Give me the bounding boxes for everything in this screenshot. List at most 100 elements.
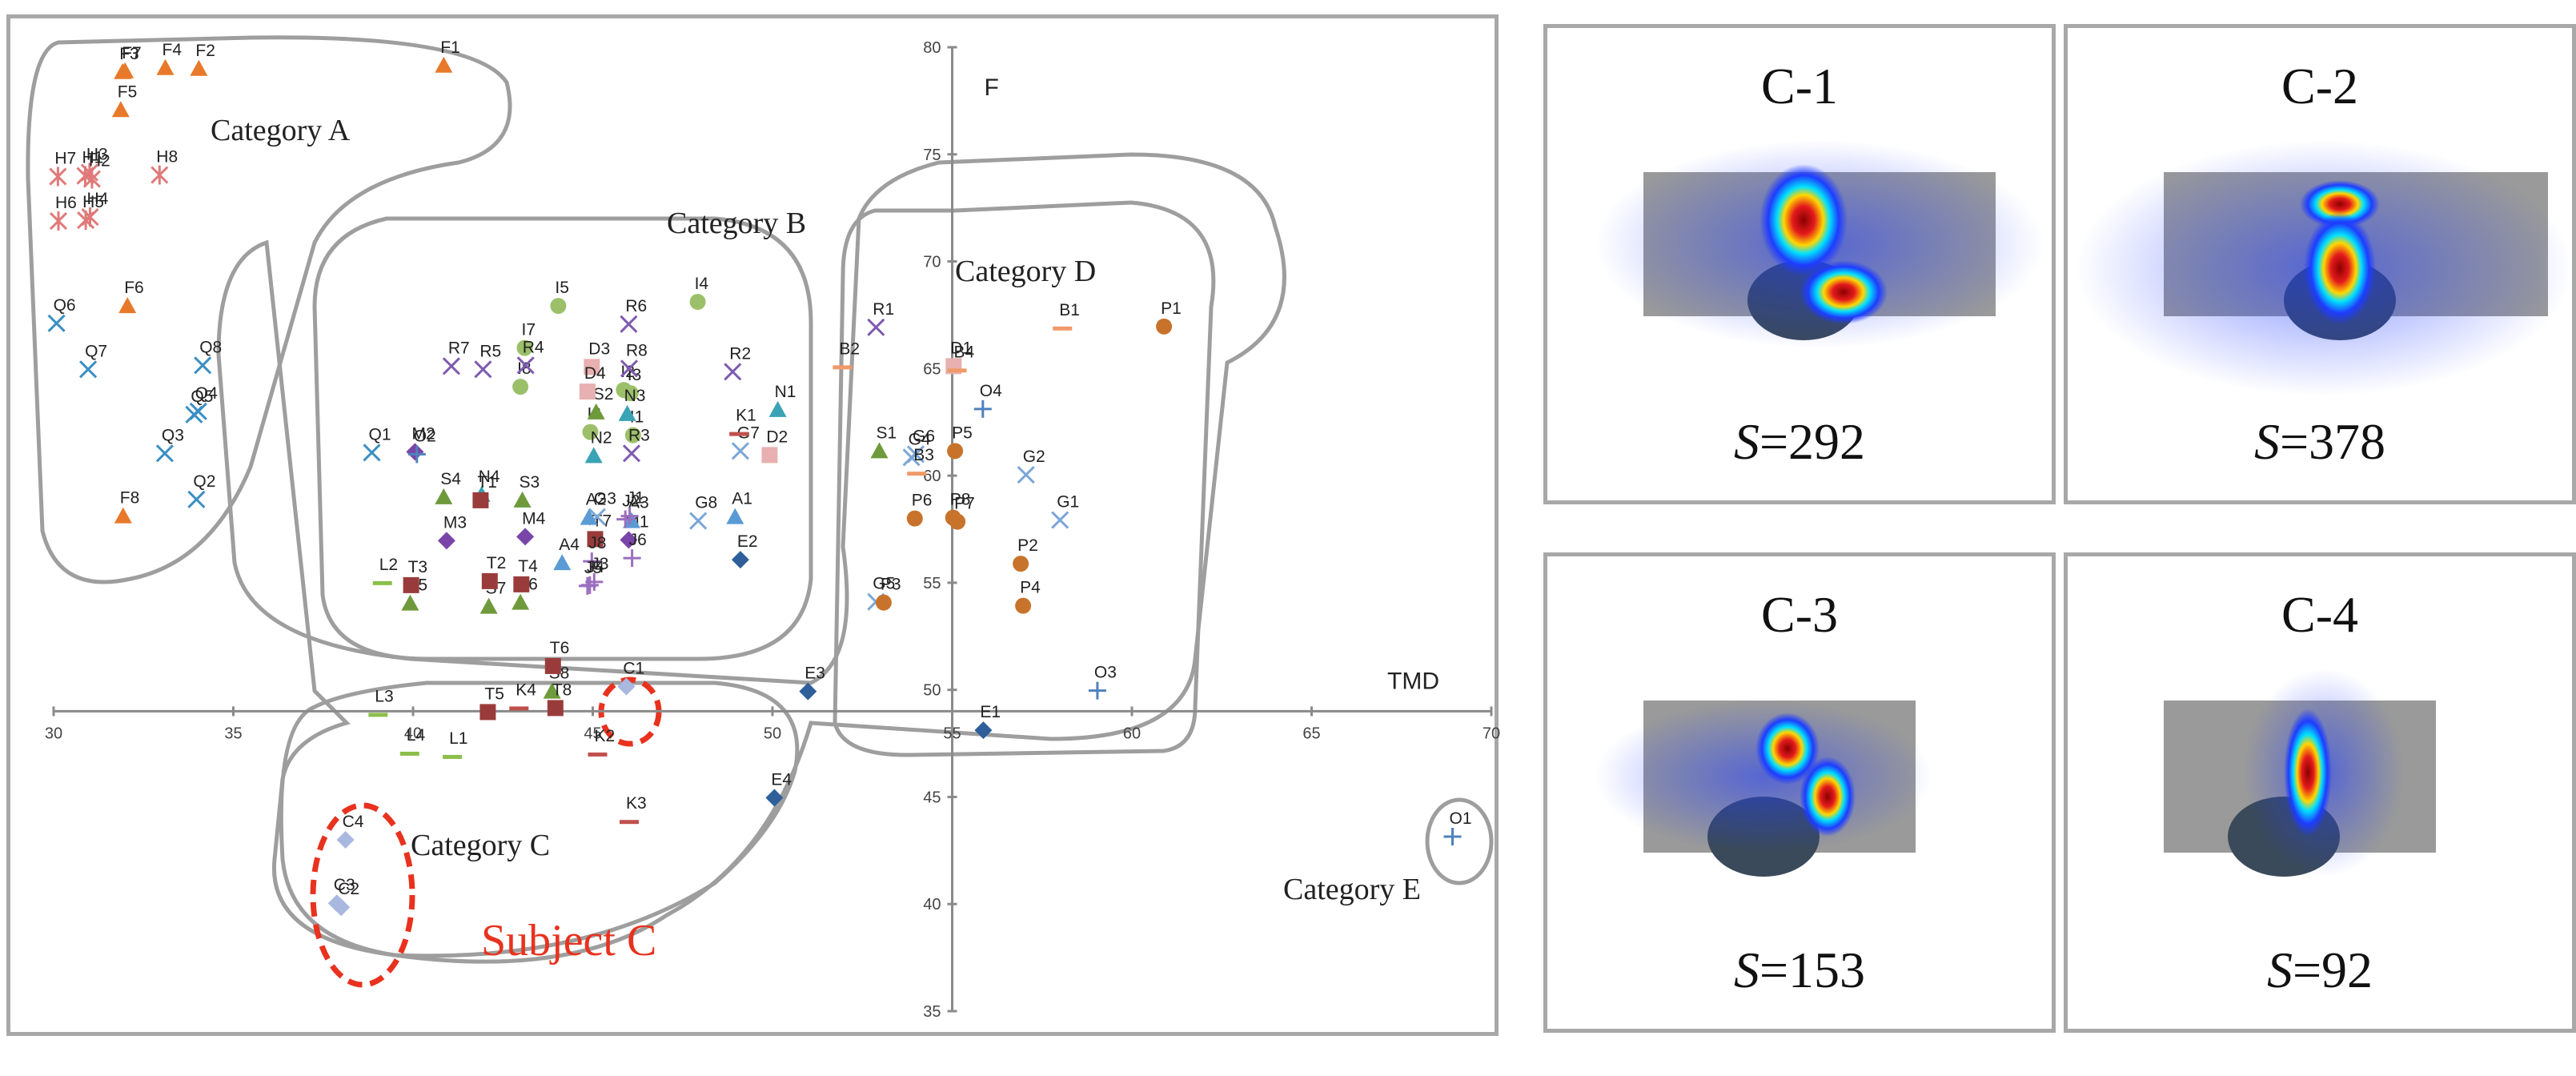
data-point — [543, 682, 561, 699]
data-point-label: B4 — [954, 343, 975, 361]
data-point — [363, 444, 381, 462]
data-point-label: I5 — [555, 279, 569, 297]
data-point-label: T1 — [477, 473, 497, 492]
data-point — [403, 576, 419, 593]
data-point-label: N2 — [591, 428, 612, 447]
data-point — [974, 721, 993, 740]
category-e-label: Category E — [1283, 873, 1421, 906]
data-point-label: F3 — [119, 45, 139, 63]
data-point — [190, 59, 208, 76]
data-point — [624, 427, 641, 444]
data-point-label: K1 — [736, 407, 756, 425]
data-point-label: N1 — [775, 383, 796, 401]
data-point-label: I7 — [522, 321, 536, 339]
data-point-label: O3 — [1094, 664, 1117, 682]
data-point — [623, 549, 641, 568]
data-point — [187, 490, 206, 508]
gaze-spread — [1595, 701, 1932, 853]
heatmap-panel-c4: C-4 S=92 — [2064, 552, 2576, 1033]
data-point-label: D4 — [584, 364, 606, 383]
data-point — [616, 510, 635, 528]
data-point — [587, 531, 604, 548]
data-point-label: B1 — [1059, 301, 1080, 319]
data-point-label: N4 — [479, 468, 500, 486]
category-a-label: Category A — [211, 114, 351, 147]
data-point-label: G5 — [873, 575, 895, 593]
data-point — [401, 594, 419, 611]
x-tick-label: 65 — [1302, 725, 1320, 742]
data-point-label: P7 — [954, 495, 975, 513]
heatmap-score: S=292 — [1733, 413, 1866, 470]
data-point — [579, 383, 596, 400]
y-tick-label: 70 — [923, 254, 941, 271]
category-b-label: Category B — [667, 207, 806, 240]
data-point — [437, 532, 455, 550]
category-a-outline — [26, 35, 512, 584]
data-point — [442, 357, 460, 375]
data-point-label: J3 — [591, 555, 608, 573]
data-point-label: S4 — [440, 470, 461, 488]
data-point-label: A4 — [559, 536, 580, 554]
x-tick-label: 45 — [584, 725, 601, 742]
data-point — [622, 385, 639, 402]
data-point-label: I4 — [695, 275, 709, 293]
data-point — [118, 297, 137, 314]
data-point-label: D3 — [588, 339, 610, 358]
data-point — [114, 507, 132, 524]
x-tick-label: 60 — [1123, 725, 1141, 742]
data-point — [620, 315, 638, 333]
x-tick-label: 30 — [45, 725, 62, 742]
data-point-label: J8 — [588, 534, 606, 552]
data-point-label: F1 — [440, 38, 460, 57]
data-point — [368, 713, 388, 717]
data-point-label: I1 — [630, 408, 644, 427]
data-point — [731, 442, 749, 460]
x-tick-label: 35 — [224, 725, 242, 742]
data-point — [516, 528, 535, 546]
heatmap-panel-c3: C-3 S=153 — [1543, 552, 2056, 1033]
data-point — [902, 448, 921, 467]
heatmap-panel-c2: C-2 S=378 — [2064, 24, 2576, 504]
data-point — [47, 314, 66, 332]
data-point — [618, 404, 636, 421]
data-point — [870, 442, 889, 459]
data-point — [327, 894, 346, 913]
data-point — [731, 551, 749, 569]
data-point-label: R5 — [479, 342, 501, 360]
data-point-label: Q2 — [193, 472, 215, 491]
data-point — [761, 447, 778, 464]
data-point-label: J5 — [584, 559, 602, 577]
heatmap-score: S=153 — [1733, 942, 1866, 998]
data-point-label: T6 — [550, 639, 570, 657]
data-point-label: A2 — [586, 491, 607, 509]
data-point-label: C1 — [623, 660, 644, 678]
data-point-label: J1 — [627, 489, 644, 508]
data-point — [583, 552, 601, 571]
data-point — [689, 294, 706, 311]
data-point — [156, 58, 175, 75]
data-point — [474, 360, 492, 379]
data-point — [580, 576, 599, 594]
data-point — [867, 318, 885, 336]
data-point-label: H8 — [156, 148, 178, 167]
data-point — [1051, 511, 1069, 529]
data-point — [435, 488, 453, 504]
subject-c-label: Subject C — [481, 916, 656, 966]
data-point-label: R4 — [523, 338, 544, 356]
gaze-hotspot — [1800, 260, 1888, 324]
y-tick-label: 75 — [923, 147, 941, 164]
data-point — [336, 830, 355, 849]
data-point — [550, 298, 567, 315]
data-point — [584, 447, 603, 464]
data-point-label: F8 — [120, 489, 140, 508]
heatmap-image — [2164, 668, 2436, 877]
data-point — [399, 751, 419, 756]
data-point-label: S1 — [877, 424, 897, 442]
y-tick-label: 60 — [923, 468, 941, 485]
data-point-label: Q1 — [369, 425, 391, 444]
data-point — [513, 491, 532, 508]
data-point — [1053, 326, 1073, 331]
data-point — [689, 512, 708, 530]
data-point — [622, 444, 641, 463]
